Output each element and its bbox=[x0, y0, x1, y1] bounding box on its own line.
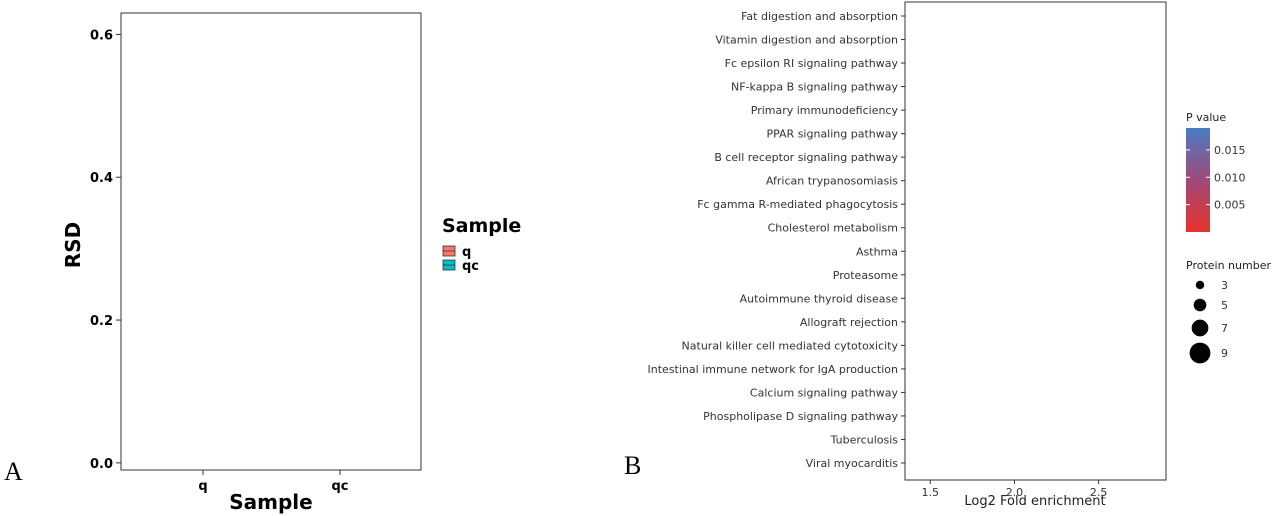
x-tick-label: q bbox=[198, 479, 207, 494]
size-legend-dot bbox=[1193, 298, 1207, 312]
size-legend-label: 7 bbox=[1221, 322, 1228, 335]
term-label: Intestinal immune network for IgA produc… bbox=[648, 363, 898, 376]
term-label: Calcium signaling pathway bbox=[750, 386, 899, 399]
color-legend-label: 0.015 bbox=[1214, 144, 1246, 157]
y-tick-label: 0.0 bbox=[90, 457, 113, 472]
legend-title: Sample bbox=[442, 215, 521, 237]
x-tick-label: qc bbox=[331, 479, 348, 494]
term-label: Vitamin digestion and absorption bbox=[715, 34, 898, 47]
y-tick-label: 0.4 bbox=[90, 171, 113, 186]
term-label: PPAR signaling pathway bbox=[766, 128, 898, 141]
size-legend-label: 5 bbox=[1221, 299, 1228, 312]
size-legend-dot bbox=[1191, 319, 1209, 337]
dotplot-panel: Log2 Fold enrichment P value Protein num… bbox=[648, 1, 1271, 509]
term-label: Cholesterol metabolism bbox=[768, 222, 898, 235]
size-legend-title: Protein number bbox=[1186, 259, 1271, 272]
term-label: B cell receptor signaling pathway bbox=[714, 151, 898, 164]
y-tick-label: 0.2 bbox=[90, 314, 113, 329]
panel-label-a: A bbox=[4, 457, 23, 486]
x-tick-label: 2.5 bbox=[1090, 486, 1108, 499]
color-legend-bar bbox=[1186, 128, 1210, 232]
term-label: Primary immunodeficiency bbox=[751, 104, 899, 117]
term-label: Allograft rejection bbox=[800, 316, 898, 329]
size-legend-dot bbox=[1195, 280, 1205, 290]
term-label: Natural killer cell mediated cytotoxicit… bbox=[682, 339, 899, 352]
term-label: Tuberculosis bbox=[830, 433, 899, 446]
x-axis-title: Sample bbox=[229, 490, 312, 514]
term-label: NF-kappa B signaling pathway bbox=[731, 81, 898, 94]
term-label: Viral myocarditis bbox=[806, 457, 899, 470]
color-legend-label: 0.005 bbox=[1214, 199, 1246, 212]
plot-area-frame bbox=[904, 1, 1167, 481]
term-label: Proteasome bbox=[833, 269, 898, 282]
term-label: Phospholipase D signaling pathway bbox=[703, 410, 898, 423]
term-label: Fc gamma R-mediated phagocytosis bbox=[697, 198, 898, 211]
term-label: African trypanosomiasis bbox=[766, 175, 898, 188]
y-tick-label: 0.6 bbox=[90, 28, 113, 43]
plot-area-frame bbox=[120, 12, 422, 471]
legend-label-q: q bbox=[462, 245, 471, 260]
term-label: Fc epsilon RI signaling pathway bbox=[725, 57, 899, 70]
y-axis-title: RSD bbox=[61, 222, 85, 268]
size-legend-label: 3 bbox=[1221, 279, 1228, 292]
term-label: Fat digestion and absorption bbox=[741, 10, 898, 23]
color-legend-title: P value bbox=[1186, 111, 1226, 124]
legend-label-qc: qc bbox=[462, 259, 479, 274]
term-label: Autoimmune thyroid disease bbox=[740, 292, 899, 305]
term-label: Asthma bbox=[856, 245, 898, 258]
size-legend-label: 9 bbox=[1221, 347, 1228, 360]
x-tick-label: 1.5 bbox=[922, 486, 940, 499]
color-legend-label: 0.010 bbox=[1214, 171, 1246, 184]
x-tick-label: 2.0 bbox=[1006, 486, 1024, 499]
size-legend-dot bbox=[1189, 342, 1211, 364]
x-axis-title: Log2 Fold enrichment bbox=[964, 494, 1105, 509]
panel-label-b: B bbox=[624, 451, 641, 480]
